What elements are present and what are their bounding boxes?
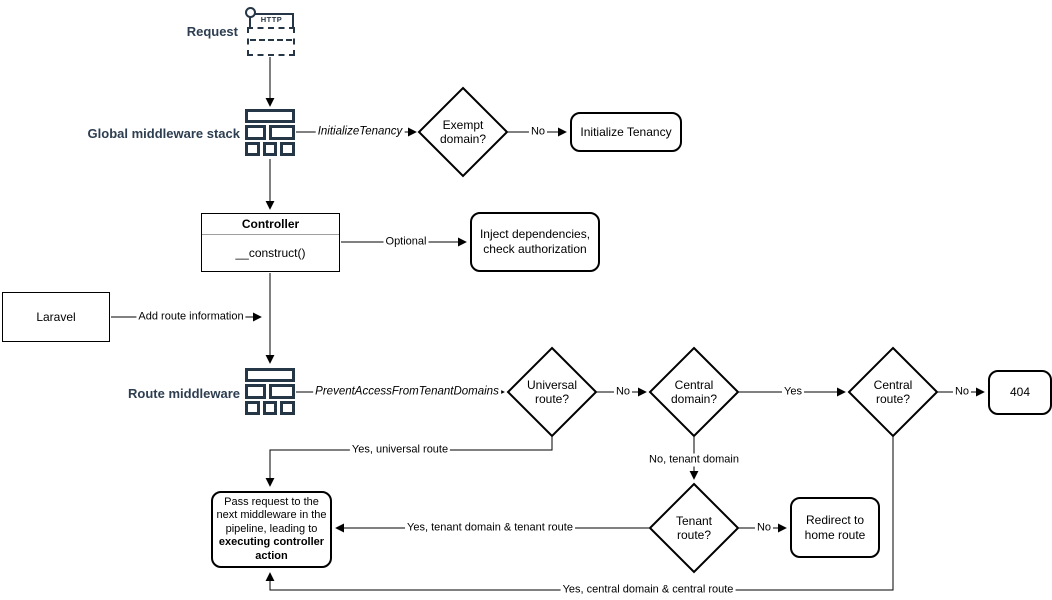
inject-dependencies-label: Inject dependencies, check authorization (479, 227, 591, 256)
stack-cell (245, 400, 260, 415)
controller-title: Controller (202, 214, 339, 235)
stack-cell (245, 125, 266, 140)
tenant-route-diamond (648, 482, 740, 574)
edge-label-yes-central-route: Yes, central domain & central route (560, 583, 736, 597)
central-route-diamond (847, 346, 939, 438)
request-body-box (247, 27, 295, 56)
exempt-domain-label: Exempt domain? (439, 118, 487, 146)
edge-label-initialize-tenancy: InitializeTenancy (315, 125, 405, 139)
global-middleware-label: Global middleware stack (87, 126, 240, 141)
http-box: HTTP (249, 13, 294, 30)
central-route-label: Central route? (873, 378, 913, 406)
controller-node: Controller __construct() (201, 213, 340, 272)
controller-method: __construct() (235, 246, 306, 260)
http-request-icon: HTTP (244, 6, 296, 57)
stack-cell (262, 141, 278, 156)
edge-label-prevent-access: PreventAccessFromTenantDomains (313, 385, 501, 399)
central-domain-label: Central domain? (670, 378, 718, 406)
edge-label-no-universal: No (613, 385, 633, 399)
request-dash-divider (250, 39, 292, 41)
edge-label-add-route-information: Add route information (136, 310, 246, 324)
route-middleware-stack-icon (245, 368, 296, 415)
initialize-tenancy-node: Initialize Tenancy (570, 112, 682, 152)
edge-label-no-central-route: No (952, 385, 972, 399)
404-node: 404 (988, 370, 1052, 415)
stack-cell (245, 109, 295, 124)
universal-route-diamond (506, 346, 598, 438)
inject-dependencies-node: Inject dependencies, check authorization (470, 212, 600, 272)
stack-cell (262, 400, 278, 415)
stack-cell (280, 141, 296, 156)
edge-label-no-tenant-route: No (754, 521, 774, 535)
pass-request-text: Pass request to the next middleware in t… (215, 496, 328, 564)
universal-route-label: Universal route? (526, 378, 577, 406)
stack-cell (280, 400, 296, 415)
http-label: HTTP (260, 15, 283, 24)
initialize-tenancy-label: Initialize Tenancy (580, 124, 672, 139)
404-label: 404 (1009, 385, 1031, 399)
laravel-node: Laravel (2, 292, 110, 342)
pass-request-bold: executing controller action (218, 536, 325, 562)
pass-request-node: Pass request to the next middleware in t… (211, 491, 332, 568)
stack-cell (245, 384, 266, 399)
stack-cell (245, 368, 295, 383)
tenant-route-label: Tenant route? (675, 514, 713, 542)
laravel-label: Laravel (36, 310, 76, 324)
edge-label-yes-universal-route: Yes, universal route (349, 443, 451, 457)
route-middleware-label: Route middleware (128, 386, 240, 401)
redirect-home-label: Redirect to home route (804, 512, 866, 542)
redirect-home-node: Redirect to home route (790, 497, 880, 558)
edge-label-no-tenant-domain: No, tenant domain (647, 453, 741, 467)
central-domain-diamond (648, 346, 740, 438)
exempt-domain-diamond (417, 86, 509, 178)
stack-cell (269, 384, 295, 399)
pass-request-normal: Pass request to the next middleware in t… (216, 495, 327, 535)
edge-label-no-exempt: No (528, 125, 548, 139)
global-middleware-stack-icon (245, 109, 296, 156)
stack-cell (245, 141, 260, 156)
stack-cell (269, 125, 295, 140)
edge-label-yes-tenant-route: Yes, tenant domain & tenant route (405, 521, 575, 535)
request-circle-icon (245, 7, 256, 18)
edge-label-yes-central-domain: Yes (782, 385, 804, 399)
request-label: Request (186, 24, 238, 39)
edge-label-optional: Optional (383, 235, 429, 249)
